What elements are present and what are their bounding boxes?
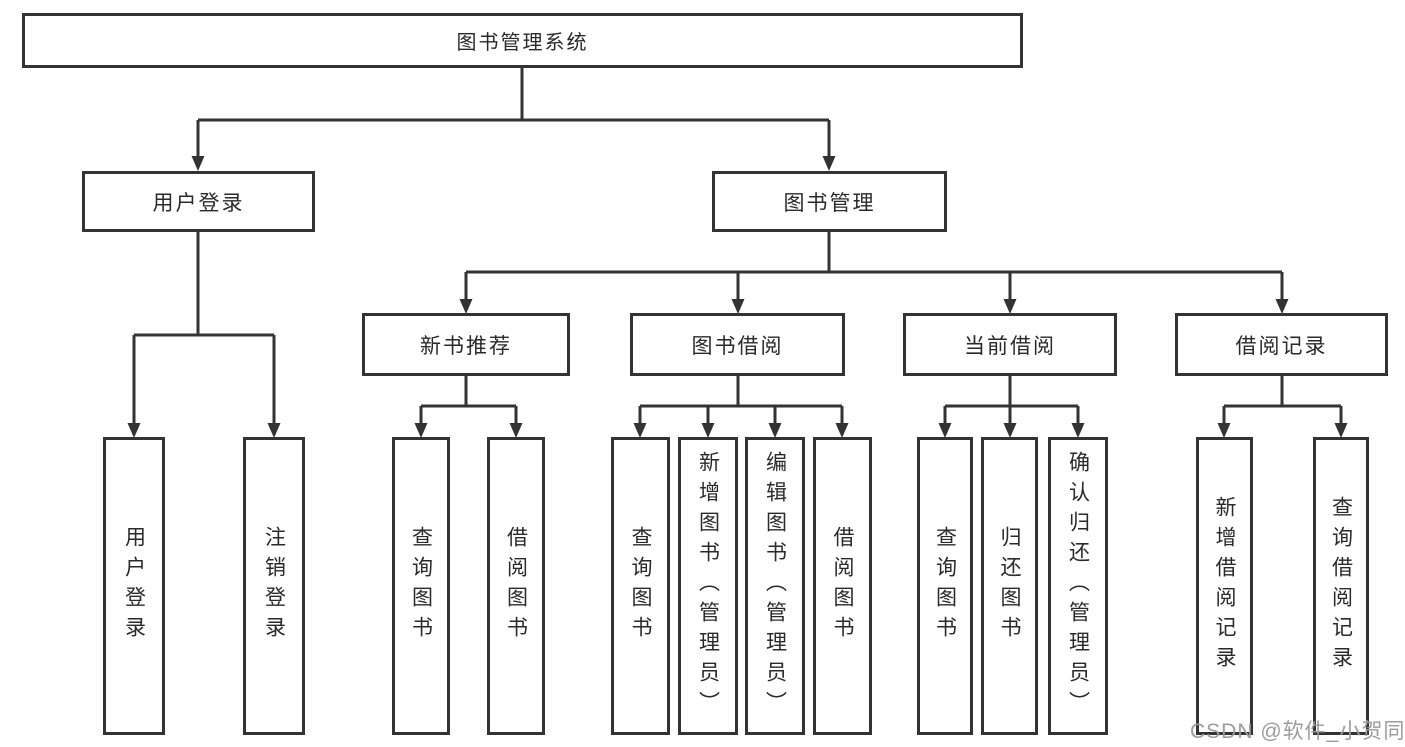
node-label: 当前借阅 [964,334,1056,358]
node-label: 新增借阅记录 [1213,496,1236,676]
arrow-down-icon [267,423,281,438]
node-label: 用户登录 [152,191,245,215]
node-book-borrow: 图书借阅 [630,313,845,376]
arrow-down-icon [414,423,428,438]
node-label: 查询图书 [409,526,433,646]
arrow-down-icon [768,423,782,438]
node-current-borrow: 当前借阅 [903,313,1117,376]
leaf-edit-book-admin: 编辑图书（管理员） [745,437,805,735]
arrow-down-icon [1003,299,1017,314]
leaf-borrow-books-recommend: 借阅图书 [487,437,545,735]
arrow-down-icon [822,156,836,171]
node-label: 注销登录 [262,526,286,646]
leaf-return-book: 归还图书 [981,437,1038,735]
leaf-query-books-recommend: 查询图书 [392,437,450,735]
node-user-login: 用户登录 [82,171,315,232]
arrow-down-icon [633,423,647,438]
node-label: 用户登录 [122,526,146,646]
arrow-down-icon [127,423,141,438]
leaf-borrow-books: 借阅图书 [813,437,872,735]
node-label: 借阅图书 [504,526,528,646]
node-label: 新书推荐 [420,334,512,358]
node-library-system: 图书管理系统 [22,13,1023,68]
arrow-down-icon [1217,423,1231,438]
leaf-user-login: 用户登录 [103,437,165,735]
arrow-down-icon [938,423,952,438]
arrow-down-icon [1071,423,1085,438]
arrow-down-icon [1003,423,1017,438]
node-label: 编辑图书（管理员） [763,451,787,721]
leaf-query-books-current: 查询图书 [917,437,973,735]
node-label: 图书管理 [783,191,876,215]
node-label: 查询图书 [629,526,652,646]
watermark: CSDN @软件_小贺同学 [1190,720,1405,743]
arrow-down-icon [1275,299,1289,314]
node-label: 查询图书 [933,526,957,646]
node-book-management: 图书管理 [712,171,947,232]
node-label: 图书借阅 [691,334,784,358]
arrow-down-icon [835,423,849,438]
node-label: 借阅记录 [1235,334,1328,358]
node-label: 借阅图书 [831,526,854,646]
arrow-down-icon [509,423,523,438]
arrow-down-icon [731,299,745,314]
leaf-add-book-admin: 新增图书（管理员） [678,437,738,735]
leaf-add-borrow-record: 新增借阅记录 [1196,437,1253,735]
arrow-down-icon [701,423,715,438]
arrow-down-icon [191,156,205,171]
node-label: 新增图书（管理员） [696,451,720,721]
node-new-book-recommend: 新书推荐 [362,313,570,376]
node-label: 归还图书 [998,526,1021,646]
node-label: 确认归还（管理员） [1066,451,1090,721]
leaf-query-borrow-record: 查询借阅记录 [1313,437,1369,735]
leaf-query-books-borrow: 查询图书 [611,437,670,735]
leaf-confirm-return-admin: 确认归还（管理员） [1048,437,1108,735]
node-borrow-records: 借阅记录 [1175,313,1388,376]
arrow-down-icon [459,299,473,314]
node-label: 查询借阅记录 [1329,496,1353,676]
leaf-logout: 注销登录 [243,437,305,735]
node-label: 图书管理系统 [456,32,589,54]
arrow-down-icon [1334,423,1348,438]
